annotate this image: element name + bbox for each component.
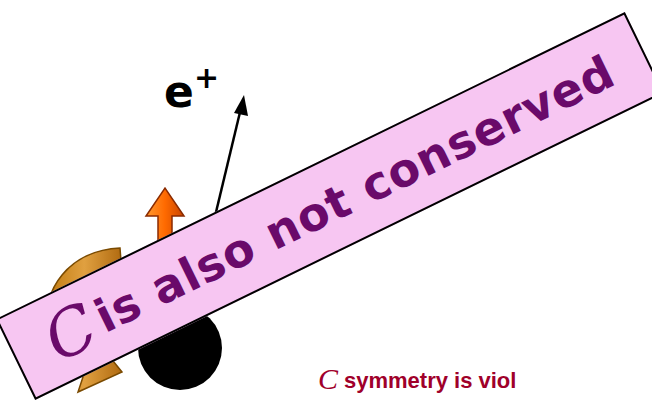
banner: Cis also not conserved xyxy=(0,12,652,400)
momentum-head xyxy=(234,95,248,116)
statement-text: symmetry is viol xyxy=(344,368,516,394)
charge-sign: + xyxy=(194,60,219,95)
symmetry-letter: C xyxy=(318,362,338,396)
particle-symbol: e xyxy=(164,66,194,117)
